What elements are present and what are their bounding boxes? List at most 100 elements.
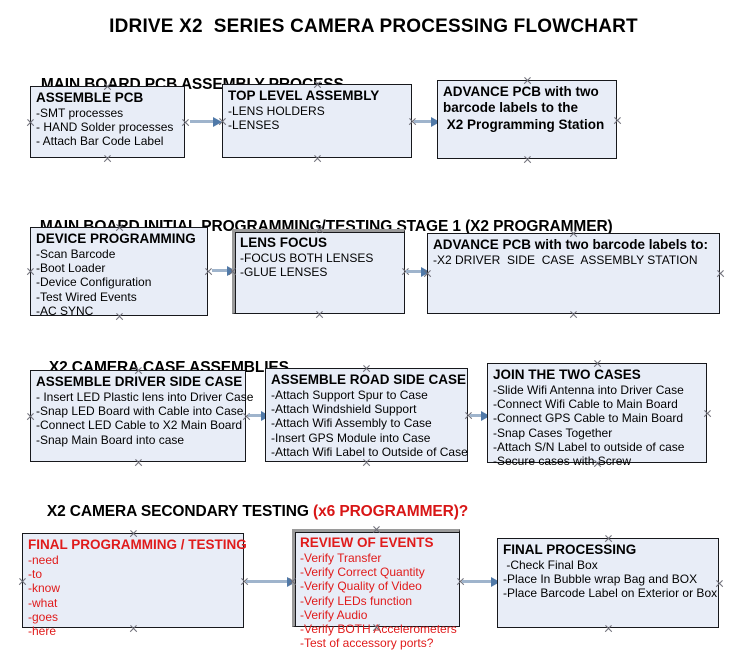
node-line: -know [28,581,61,596]
section-heading-text: X2 CAMERA SECONDARY TESTING [46,503,314,520]
node-line: -AC SYNC [36,303,94,318]
connection-handle-bottom[interactable] [569,310,578,319]
node-title: ADVANCE PCB with two [443,84,599,99]
connection-handle-top[interactable] [604,534,613,543]
connection-handle-top[interactable] [115,223,124,232]
node-line: -X2 DRIVER SIDE CASE ASSEMBLY STATION [433,253,698,267]
node-line: -Verify Audio [300,607,368,622]
node-line: -Attach Windshield Support [271,402,417,417]
node-line: barcode labels to the [443,100,579,115]
node-line: -Scan Barcode [36,247,116,261]
node-line: -Connect GPS Cable to Main Board [493,411,684,426]
node-line: -Insert GPS Module into Case [271,430,431,445]
node-line: -LENS HOLDERS [228,104,325,118]
node-advance-pcb-programming-station[interactable]: ADVANCE PCB with two barcode labels to t… [437,80,617,159]
node-title: DEVICE PROGRAMMING [36,231,196,246]
section-heading-x2-camera-secondary-testing: X2 CAMERA SECONDARY TESTING (x6 PROGRAMM… [30,485,468,539]
node-device-programming[interactable]: DEVICE PROGRAMMING -Scan Barcode -Boot L… [30,227,208,318]
node-line: -goes [28,609,59,624]
connection-handle-right[interactable] [716,269,725,278]
connection-handle-left[interactable] [218,117,227,126]
page-title: IDRIVE X2 SERIES CAMERA PROCESSING FLOWC… [109,16,638,37]
connection-handle-left[interactable] [26,412,35,421]
node-line: -Verify Correct Quantity [300,565,425,580]
node-line: - Attach Bar Code Label [36,134,164,149]
connection-handle-left[interactable] [26,118,35,127]
connection-handle-top[interactable] [523,76,532,85]
arrow-top-level-assembly-to-advance-pcb [414,116,440,127]
connection-handle-top[interactable] [593,359,602,368]
node-top-level-assembly[interactable]: TOP LEVEL ASSEMBLY -LENS HOLDERS -LENSES [222,84,412,158]
connection-handle-bottom[interactable] [604,624,613,633]
node-title: TOP LEVEL ASSEMBLY [228,88,380,103]
connection-handle-top[interactable] [315,225,324,234]
connection-handle-right[interactable] [181,118,190,127]
connection-handle-bottom[interactable] [523,155,532,164]
connection-handle-right[interactable] [703,409,712,418]
connection-handle-top[interactable] [129,529,138,538]
connection-handle-bottom[interactable] [103,154,112,163]
node-line: -Attach Wifi Label to Outside of Case [271,444,468,459]
connection-handle-left[interactable] [228,267,237,276]
node-line: -GLUE LENSES [240,265,328,280]
connection-handle-bottom[interactable] [129,624,138,633]
node-line: - Insert LED Plastic lens into Driver Ca… [36,390,254,404]
node-title: ASSEMBLE ROAD SIDE CASE [271,372,467,387]
node-advance-pcb-driver-side-case[interactable]: ADVANCE PCB with two barcode labels to: … [427,233,720,314]
connection-handle-top[interactable] [134,366,143,375]
node-line: X2 Programming Station [443,116,605,132]
connection-handle-top[interactable] [372,525,381,534]
node-line: -here [28,624,57,639]
node-line: -Secure cases with Screw [493,454,632,469]
node-title: LENS FOCUS [240,235,328,250]
node-line: -what [28,595,58,610]
connection-handle-left[interactable] [26,267,35,276]
connection-handle-bottom[interactable] [372,623,381,632]
connection-handle-top[interactable] [569,229,578,238]
connection-handle-bottom[interactable] [115,312,124,321]
node-line: -Verify Quality of Video [300,579,422,594]
node-assemble-driver-side-case[interactable]: ASSEMBLE DRIVER SIDE CASE - Insert LED P… [30,370,254,462]
node-title: ASSEMBLE DRIVER SIDE CASE [36,374,243,389]
connection-handle-top[interactable] [103,82,112,91]
node-line: -Place In Bubble wrap Bag and BOX [503,572,698,587]
node-review-of-events[interactable]: REVIEW OF EVENTS -Verify Transfer -Verif… [292,529,460,650]
node-line: -Test Wired Events [36,289,137,304]
connection-handle-bottom[interactable] [362,458,371,467]
node-join-the-two-cases[interactable]: JOIN THE TWO CASES -Slide Wifi Antenna i… [487,363,707,468]
connection-handle-bottom[interactable] [134,458,143,467]
node-lens-focus[interactable]: LENS FOCUS -FOCUS BOTH LENSES -GLUE LENS… [232,229,405,314]
node-line: -to [28,567,43,582]
node-line: -Verify Transfer [300,551,382,565]
node-line: -Snap Main Board into case [36,432,185,447]
node-final-programming-testing[interactable]: FINAL PROGRAMMING / TESTING -need -to -k… [22,533,247,638]
node-line: -Boot Loader [36,261,106,276]
node-title: FINAL PROGRAMMING / TESTING [28,537,247,552]
connection-handle-right[interactable] [715,579,724,588]
connection-handle-left[interactable] [288,577,297,586]
node-line: -Verify BOTH Accelerometers [300,622,457,637]
node-line: -SMT processes [36,106,124,120]
node-assemble-pcb[interactable]: ASSEMBLE PCB -SMT processes - HAND Solde… [30,86,185,158]
node-line: -Place Barcode Label on Exterior or Box [503,586,718,601]
node-line: -FOCUS BOTH LENSES [240,251,374,265]
node-line-overflow: -Test of accessory ports? [300,636,434,651]
connection-handle-top[interactable] [313,80,322,89]
connection-handle-top[interactable] [362,364,371,373]
node-title: JOIN THE TWO CASES [493,367,641,382]
node-line: -Connect Wifi Cable to Main Board [493,397,678,412]
node-title: FINAL PROCESSING [503,542,637,557]
connection-handle-left[interactable] [423,269,432,278]
connection-handle-bottom[interactable] [313,154,322,163]
connection-handle-bottom[interactable] [315,310,324,319]
node-line: -need [28,553,59,567]
node-assemble-road-side-case[interactable]: ASSEMBLE ROAD SIDE CASE -Attach Support … [265,368,468,462]
node-title: REVIEW OF EVENTS [300,535,434,550]
connection-handle-left[interactable] [18,577,27,586]
connection-handle-bottom[interactable] [593,459,602,468]
connection-handle-right[interactable] [613,116,622,125]
node-title: ASSEMBLE PCB [36,90,144,105]
section-heading-accent: (x6 PROGRAMMER)? [313,503,469,520]
node-final-processing[interactable]: FINAL PROCESSING -Check Final Box -Place… [497,538,719,628]
